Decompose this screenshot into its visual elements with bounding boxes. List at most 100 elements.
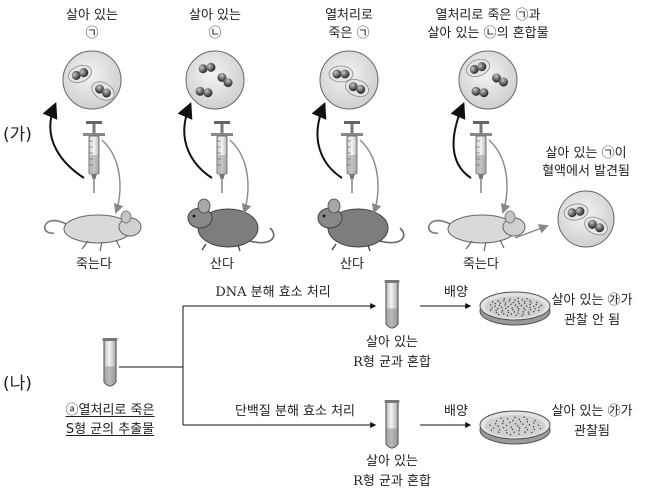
colony-dot [529,424,530,425]
colony-dot [496,312,497,313]
colony-dot [533,306,534,307]
panel-4-caption-line2: 살아 있는 ㉡의 혼합물 [427,25,548,42]
colony-dot [520,421,521,422]
plunger-cap [473,121,489,124]
colony-dot [538,307,539,308]
syringe-4 [470,121,492,193]
panel-3-caption-line2: 죽은 ㉠ [328,25,369,42]
colony-dot [502,309,503,310]
colony-dot [492,301,493,302]
syringe-2 [211,121,233,193]
colony-dot [510,304,511,305]
panel-2-caption-line1: 살아 있는 [189,7,241,24]
colony-dot [518,430,519,431]
colony-dot [526,298,527,299]
branch-2-plate [480,411,550,444]
branch-1-result-line2: 관찰 안 됨 [564,312,620,329]
branch-1-tube-line2: R형 균과 혼합 [353,354,431,371]
coccus [333,70,342,79]
syringe-1 [83,121,105,193]
hub [91,174,97,179]
colony-dot [514,311,515,312]
gray-arrow-1 [102,140,120,212]
bacteria-circle-3 [320,51,378,109]
colony-dot [499,305,500,306]
colony-dot [518,308,519,309]
eye [323,215,326,218]
colony-dot [506,430,507,431]
colony-dot [502,423,503,424]
colony-dot [538,425,539,426]
mouse-3-alive [318,199,404,251]
mouse-4-dead [429,211,525,251]
colony-dot [524,309,525,310]
hub [219,174,225,179]
colony-dot [491,430,492,431]
colony-dot [525,427,526,428]
branch-1-treatment: DNA 분해 효소 처리 [215,284,330,301]
bacteria-circle-4 [459,51,517,109]
colony-dot [494,303,495,304]
colony-dot [512,420,513,421]
colony-dot [490,304,491,305]
colony-dot [521,305,522,306]
colony-dot [518,433,519,434]
colony-dot [506,432,507,433]
barrel-fluid [90,155,98,173]
barrel-flange [83,133,105,136]
colony-dot [514,299,515,300]
part-a-label: (가) [3,127,32,144]
panel-1-outcome: 죽는다 [76,256,112,273]
colony-dot [503,427,504,428]
hub [349,174,355,179]
hub [478,174,484,179]
colony-dot [501,307,502,308]
branch-2-tube-line1: 살아 있는 [366,453,418,470]
part-b-label: (나) [3,376,32,393]
black-arrow-3 [317,105,342,178]
colony-dot [524,303,525,304]
branch-1-plate [480,292,550,325]
colony-dot [510,434,511,435]
colony-dot [514,417,515,418]
panel-1-caption-line1: 살아 있는 [66,7,118,24]
colony-dot [519,427,520,428]
colony-dot [517,425,518,426]
colony-dot [526,305,527,306]
colony-dot [499,302,500,303]
colony-dot [507,418,508,419]
plate-medium [485,296,545,318]
colony-dot [519,303,520,304]
gray-arrow-3 [360,140,378,212]
tube-rim [103,338,118,341]
mice [45,199,525,251]
mouse-2-alive [188,199,274,251]
branch-1-tube-line1: 살아 있는 [366,334,418,351]
bacteria-circle-1 [63,51,121,109]
colony-dot [508,312,509,313]
tube-liquid [387,428,397,447]
barrel-fluid [218,155,226,173]
coccus [341,70,350,79]
barrel-flange [211,133,233,136]
colony-dot [490,309,491,310]
colony-dot [503,313,504,314]
colony-dot [530,302,531,303]
colony-dot [533,422,534,423]
colony-dot [495,310,496,311]
colony-dot [493,427,494,428]
colony-dot [536,302,537,303]
colony-dot [495,423,496,424]
branch-1-result-line1: 살아 있는 ㉮가 [551,292,632,309]
branch-1-step: 배양 [444,284,468,301]
colony-dot [498,314,499,315]
colony-dot [511,426,512,427]
colony-dot [509,422,510,423]
plunger-rod [93,124,96,134]
colony-dot [499,429,500,430]
colony-dot [514,432,515,433]
colony-dot [503,300,504,301]
colony-dot [515,315,516,316]
colony-dot [534,429,535,430]
panel-1-caption-line2: ㉠ [85,25,98,42]
